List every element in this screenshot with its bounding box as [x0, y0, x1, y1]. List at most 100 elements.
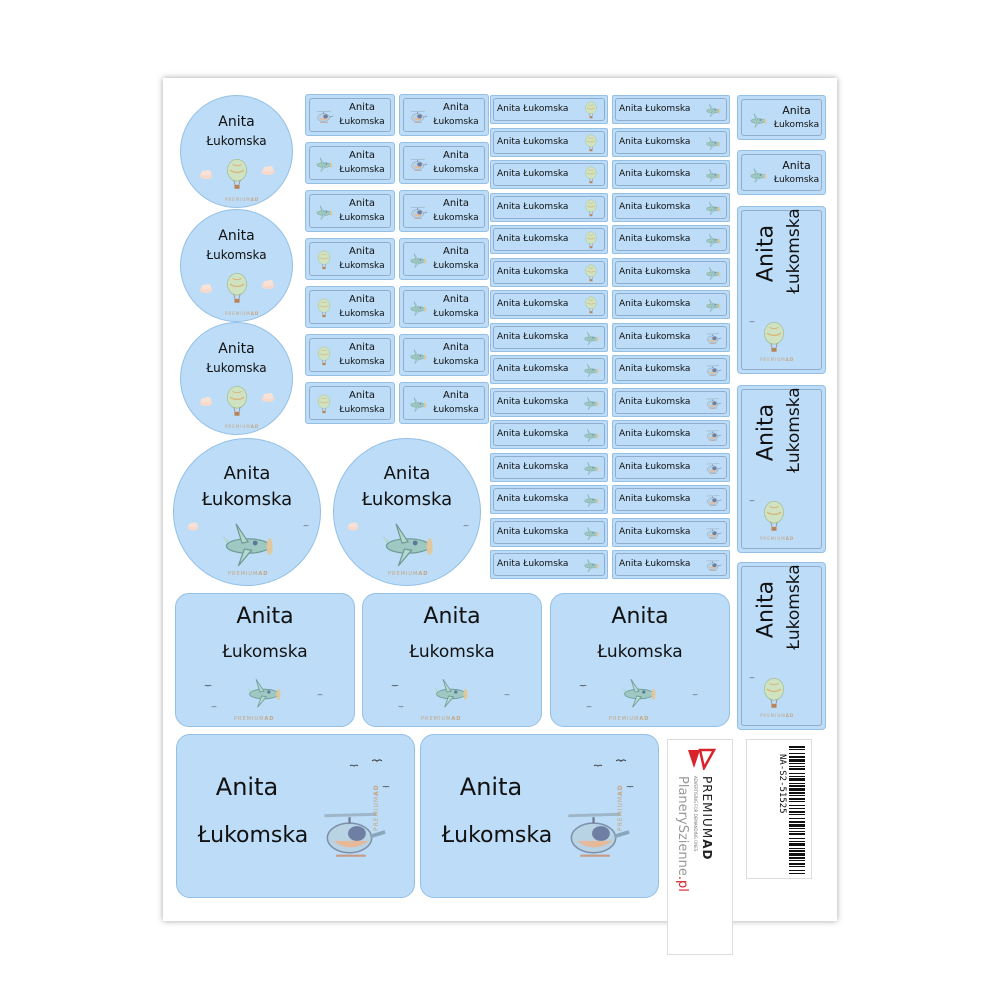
first-name: Anita — [348, 294, 375, 305]
bird-icon — [211, 706, 217, 708]
label-frame — [615, 98, 727, 121]
helicopter-icon — [410, 110, 428, 123]
site-name: PlanerySzienne.pl — [675, 776, 690, 892]
first-name: Anita — [218, 228, 255, 244]
last-name: Łukomska — [339, 213, 385, 223]
first-name: Anita — [348, 390, 375, 401]
airplane-icon — [409, 397, 427, 412]
airplane-icon — [705, 169, 721, 182]
label-frame — [309, 194, 391, 228]
airplane-icon — [221, 523, 273, 567]
hot-air-balloon-icon — [227, 158, 247, 189]
full-name: Anita Łukomska — [619, 331, 691, 342]
first-name: Anita — [348, 198, 375, 209]
last-name: Łukomska — [197, 823, 309, 848]
label-frame — [741, 154, 822, 191]
brand-mark: PREMIUMAD — [617, 784, 624, 831]
slim-name-label: Anita Łukomska — [490, 290, 608, 319]
bird-icon — [371, 759, 383, 762]
hot-air-balloon-icon — [764, 677, 784, 708]
helicopter-icon — [706, 332, 722, 344]
first-name: Anita — [753, 580, 779, 639]
brand-mark: PREMIUMAD — [609, 716, 650, 722]
bird-icon — [398, 706, 404, 708]
brand-tagline: ADVERTISING FOR DEMANDING ONES — [693, 776, 698, 852]
full-name: Anita Łukomska — [619, 234, 691, 244]
label-frame — [615, 325, 727, 349]
slim-name-label: Anita Łukomska — [612, 387, 730, 417]
hot-air-balloon-icon — [585, 166, 597, 184]
first-name: Anita — [218, 114, 255, 130]
label-frame — [615, 488, 727, 511]
label-frame — [309, 98, 391, 132]
bird-icon — [692, 694, 698, 696]
label-frame — [403, 146, 485, 180]
first-name: Anita — [223, 463, 271, 484]
helicopter-icon — [568, 812, 630, 857]
brand-mark: PREMIUMAD — [760, 357, 795, 362]
full-name: Anita Łukomska — [497, 331, 569, 342]
airplane-icon — [705, 234, 721, 247]
last-name: Łukomska — [409, 642, 495, 662]
airplane-icon — [705, 104, 721, 117]
brand-mark: PREMIUMAD — [225, 424, 260, 429]
airplane-icon — [315, 205, 333, 220]
first-name: Anita — [348, 246, 375, 257]
slim-name-label: Anita Łukomska — [490, 387, 608, 417]
bird-icon — [504, 694, 510, 696]
slim-name-label: Anita Łukomska — [612, 420, 730, 449]
cloud-icon — [199, 169, 213, 180]
label-frame — [493, 390, 605, 414]
hot-air-balloon-icon — [317, 394, 331, 414]
full-name: Anita Łukomska — [619, 266, 691, 277]
label-frame — [615, 520, 727, 544]
first-name: Anita — [782, 159, 811, 172]
bird-icon — [749, 500, 755, 502]
label-frame — [615, 390, 727, 414]
slim-name-label: Anita Łukomska — [612, 127, 730, 157]
slim-name-label: Anita Łukomska — [612, 290, 730, 319]
full-name: Anita Łukomska — [497, 136, 569, 147]
slim-name-label: Anita Łukomska — [612, 257, 730, 287]
first-name: Anita — [442, 150, 469, 161]
airplane-icon — [433, 678, 468, 708]
first-name: Anita — [442, 342, 469, 353]
first-name: Anita — [611, 604, 669, 629]
slim-name-label: Anita Łukomska — [612, 95, 730, 124]
first-name: Anita — [348, 102, 375, 113]
airplane-icon — [583, 461, 599, 475]
slim-name-label: Anita Łukomska — [612, 355, 730, 384]
label-frame — [309, 386, 391, 420]
label-frame — [493, 423, 605, 446]
helicopter-icon — [410, 158, 428, 171]
cloud-icon — [187, 522, 199, 531]
label-frame — [493, 553, 605, 576]
first-name: Anita — [236, 604, 294, 629]
label-frame — [615, 293, 727, 316]
last-name: Łukomska — [773, 120, 820, 130]
bird-icon — [593, 764, 603, 767]
last-name: Łukomska — [784, 387, 804, 473]
full-name: Anita Łukomska — [619, 494, 691, 504]
airplane-icon — [583, 364, 599, 377]
hot-air-balloon-icon — [317, 298, 331, 318]
slim-name-label: Anita Łukomska — [490, 95, 608, 124]
slim-name-label: Anita Łukomska — [612, 452, 730, 482]
bird-icon — [749, 677, 755, 679]
bird-icon — [463, 525, 469, 527]
full-name: Anita Łukomska — [619, 169, 691, 179]
sticker-sheet: PREMIUMAD ADVERTISING FOR DEMANDING ONES… — [163, 78, 837, 955]
bird-icon — [579, 684, 587, 687]
label-frame — [403, 98, 485, 132]
full-name: Anita Łukomska — [619, 461, 691, 472]
hot-air-balloon-icon — [585, 199, 597, 216]
brand-mark: PREMIUMAD — [225, 197, 260, 202]
label-frame — [615, 455, 727, 479]
